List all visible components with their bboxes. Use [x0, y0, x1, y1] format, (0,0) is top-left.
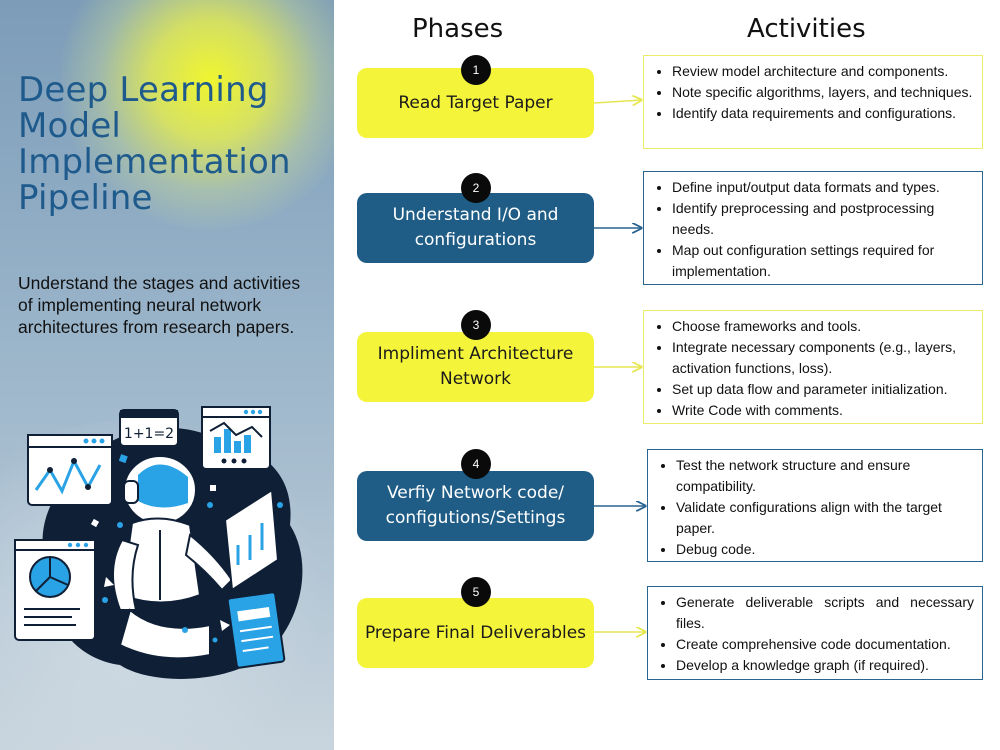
phase-label: Impliment Architecture Network: [377, 344, 574, 389]
page-subtitle: Understand the stages and activities of …: [18, 273, 301, 337]
activity-item: Debug code.: [676, 539, 974, 560]
activities-box-3: Choose frameworks and tools. Integrate n…: [643, 310, 983, 424]
pie-chart-document: [14, 539, 96, 641]
activity-item: Note specific algorithms, layers, and te…: [672, 82, 974, 103]
phase-2-box: Understand I/O and configurations: [357, 193, 594, 263]
report-document: [226, 591, 286, 669]
activities-header: Activities: [747, 14, 866, 44]
activity-item: Test the network structure and ensure co…: [676, 455, 974, 497]
activity-item: Map out configuration settings required …: [672, 240, 974, 282]
phase-5-box: Prepare Final Deliverables: [357, 598, 594, 668]
activity-item: Write Code with comments.: [672, 400, 974, 421]
activity-item: Develop a knowledge graph (if required).: [676, 655, 974, 676]
activity-item: Set up data flow and parameter initializ…: [672, 379, 974, 400]
activity-item: Create comprehensive code documentation.: [676, 634, 974, 655]
formula-window: 1+1=2: [119, 409, 179, 447]
phase-3-box: Impliment Architecture Network: [357, 332, 594, 402]
phase-number-badge: 4: [461, 449, 491, 479]
activity-item: Choose frameworks and tools.: [672, 316, 974, 337]
activity-item: Define input/output data formats and typ…: [672, 177, 974, 198]
phase-label: Verfiy Network code/ configutions/Settin…: [385, 483, 566, 528]
phase-number-badge: 3: [461, 310, 491, 340]
activity-item: Review model architecture and components…: [672, 61, 974, 82]
activities-box-5: Generate deliverable scripts and necessa…: [647, 586, 983, 680]
activity-item: Identify preprocessing and postprocessin…: [672, 198, 974, 240]
formula-text: 1+1=2: [124, 426, 174, 442]
left-panel: Deep Learning Model Implementation Pipel…: [0, 0, 334, 750]
page-title: Deep Learning Model Implementation Pipel…: [18, 70, 291, 218]
phase-label: Understand I/O and configurations: [392, 205, 559, 250]
phase-number-badge: 5: [461, 577, 491, 607]
robot-figure: [111, 455, 234, 660]
activity-item: Identify data requirements and configura…: [672, 103, 974, 124]
tablet-shape: [223, 488, 280, 592]
activity-item: Generate deliverable scripts and necessa…: [676, 592, 974, 634]
phase-label: Prepare Final Deliverables: [364, 622, 587, 643]
activity-item: Validate configurations align with the t…: [676, 497, 974, 539]
floating-shapes: [90, 454, 283, 643]
activity-item: Integrate necessary components (e.g., la…: [672, 337, 974, 379]
phase-number-badge: 2: [461, 173, 491, 203]
bar-chart-window: [201, 406, 271, 470]
activities-box-4: Test the network structure and ensure co…: [647, 449, 983, 562]
line-chart-window: [27, 434, 113, 506]
connector-1: [593, 100, 641, 103]
phase-label: Read Target Paper: [398, 92, 553, 113]
phases-header: Phases: [412, 14, 504, 44]
phase-4-box: Verfiy Network code/ configutions/Settin…: [357, 471, 594, 541]
phase-number-badge: 1: [461, 55, 491, 85]
activities-box-2: Define input/output data formats and typ…: [643, 171, 983, 285]
activities-box-1: Review model architecture and components…: [643, 55, 983, 149]
robot-data-illustration: 1+1=2: [14, 406, 303, 679]
